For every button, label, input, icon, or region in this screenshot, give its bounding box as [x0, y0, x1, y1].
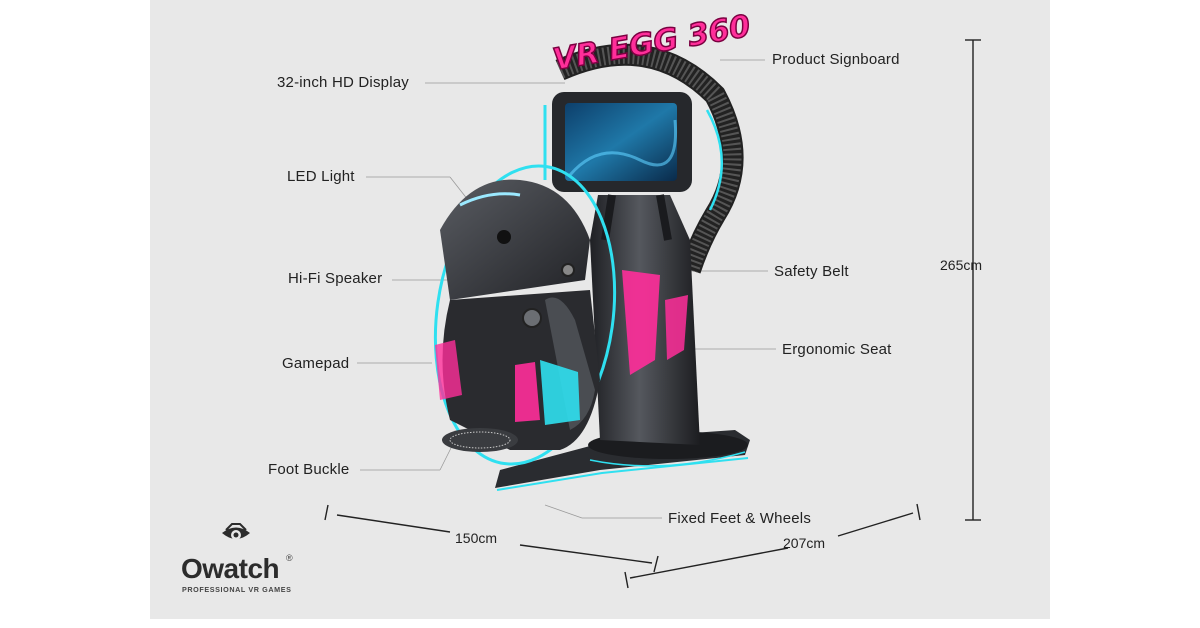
label-feet-wheels: Fixed Feet & Wheels — [668, 510, 812, 527]
signboard-arch — [555, 43, 744, 274]
label-signboard: Product Signboard — [772, 51, 900, 68]
dimension-lines — [324, 39, 981, 589]
brand-registered-mark: ® — [286, 553, 293, 563]
label-foot-buckle: Foot Buckle — [268, 461, 350, 478]
label-display: 32-inch HD Display — [277, 74, 409, 91]
brand-tagline: PROFESSIONAL VR GAMES — [182, 585, 292, 594]
brand-logo-name: Owatch — [181, 553, 280, 584]
hd-display — [543, 92, 692, 192]
dimension-depth: 150cm — [455, 530, 498, 546]
label-safety-belt: Safety Belt — [774, 263, 849, 280]
label-speaker: Hi-Fi Speaker — [288, 270, 383, 287]
dimension-height: 265cm — [940, 257, 983, 273]
egg-seat — [433, 164, 617, 466]
label-ergonomic-seat: Ergonomic Seat — [782, 341, 892, 358]
dimension-width: 207cm — [783, 535, 826, 551]
pillar-body — [590, 194, 700, 445]
label-led-light: LED Light — [287, 168, 355, 185]
label-gamepad: Gamepad — [282, 355, 350, 372]
owatch-logo-icon — [222, 523, 250, 540]
